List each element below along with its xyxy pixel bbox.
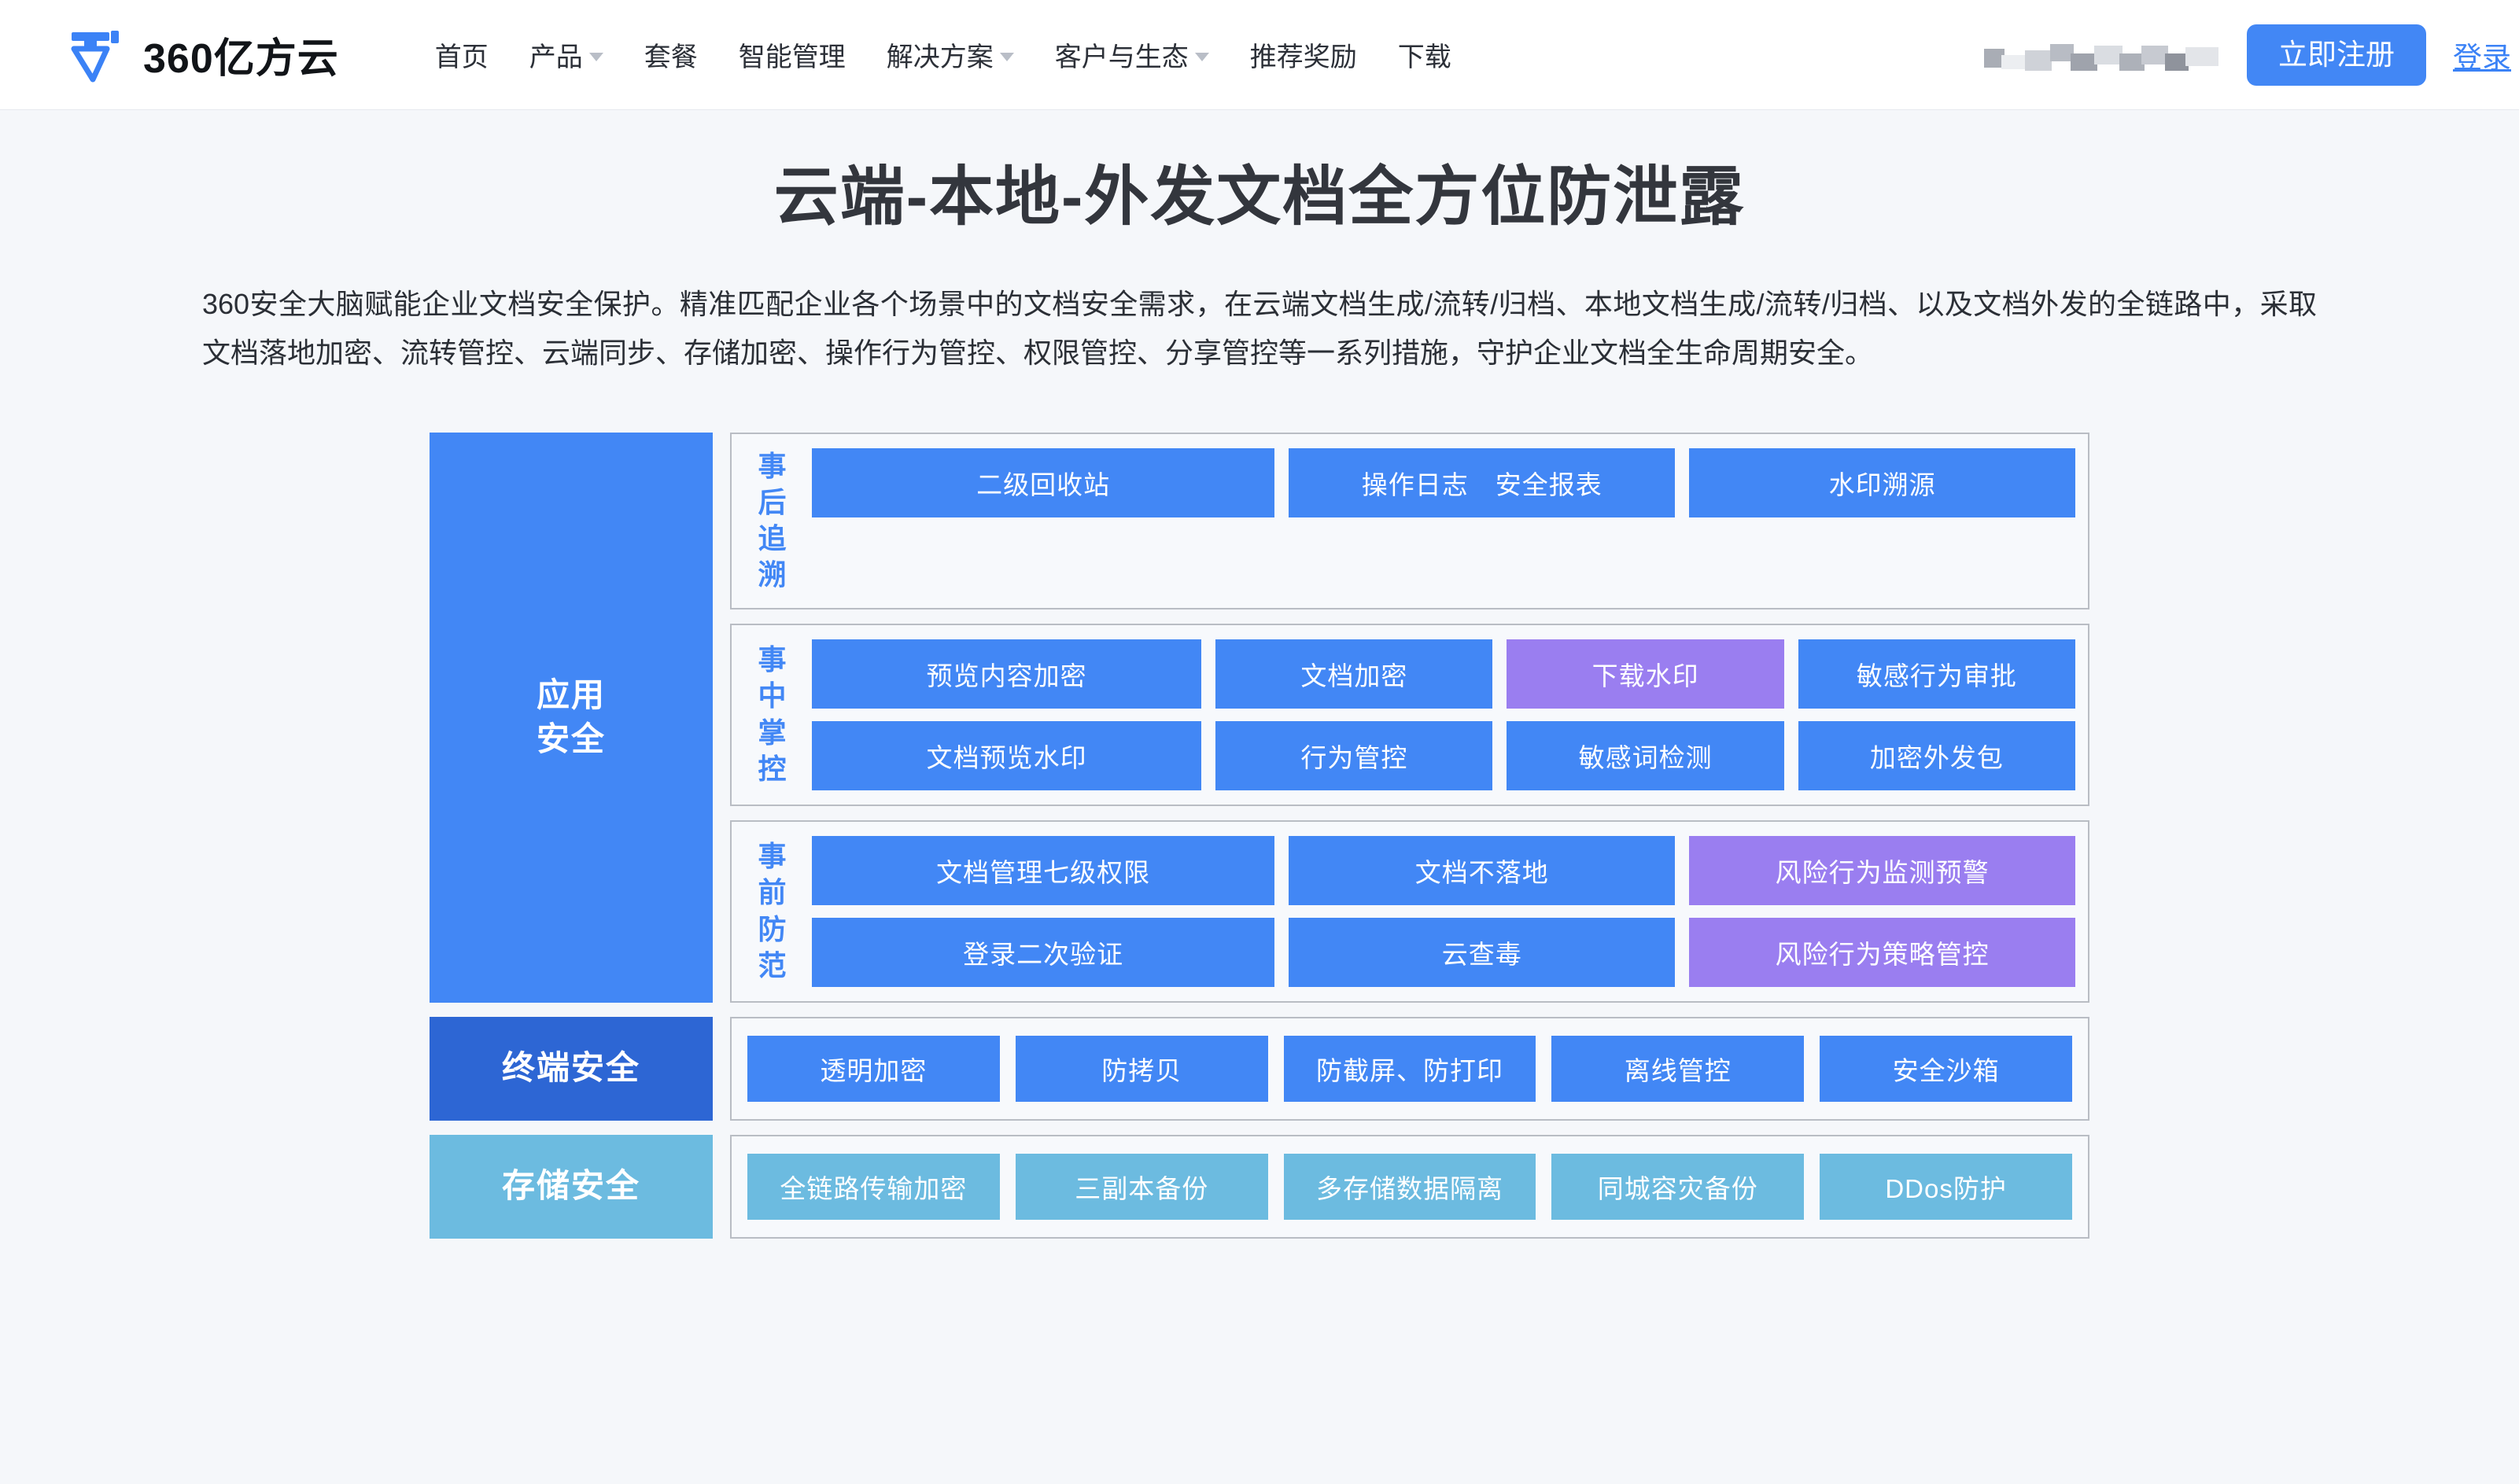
page-title: 云端-本地-外发文档全方位防泄露	[773, 161, 1746, 233]
nav-label: 客户与生态	[1054, 42, 1189, 72]
nav-item-smart-management[interactable]: 智能管理	[718, 0, 866, 110]
nav-label: 首页	[434, 42, 489, 72]
group-label-in-incident-control: 事中 掌控	[744, 639, 801, 790]
redacted-contact-info	[1984, 35, 2220, 75]
nav-item-download[interactable]: 下载	[1378, 0, 1472, 110]
tile-row: 预览内容加密 文档加密 下载水印 敏感行为审批	[812, 639, 2075, 709]
layer-application-security: 应用 安全 事后 追溯 二级回收站 操作日志 安全报表 水印溯源	[430, 433, 2089, 1003]
layer-label-line1: 应用	[536, 676, 606, 713]
tile-offline-control[interactable]: 离线管控	[1551, 1035, 1805, 1102]
brand-logo[interactable]: 360亿方云	[68, 25, 339, 84]
nav-item-customers-ecosystem[interactable]: 客户与生态	[1035, 0, 1230, 110]
tile-anti-copy[interactable]: 防拷贝	[1015, 1035, 1268, 1102]
tile-row: 文档管理七级权限 文档不落地 风险行为监测预警	[812, 835, 2076, 905]
tile-download-watermark[interactable]: 下载水印	[1507, 639, 1784, 709]
chevron-down-icon	[999, 53, 1014, 61]
nav-item-solutions[interactable]: 解决方案	[866, 0, 1035, 110]
tile-risk-behavior-policy-control[interactable]: 风险行为策略管控	[1689, 917, 2076, 987]
tile-row: 文档预览水印 行为管控 敏感词检测 加密外发包	[812, 720, 2075, 790]
group-label-line1: 事前	[758, 840, 787, 909]
group-label-line2: 掌控	[758, 716, 787, 785]
group-pre-incident-prevention: 事前 防范 文档管理七级权限 文档不落地 风险行为监测预警 登录二次验证 云查毒…	[730, 819, 2089, 1003]
group-label-post-incident-tracing: 事后 追溯	[744, 448, 801, 593]
tile-triple-replica-backup[interactable]: 三副本备份	[1015, 1153, 1268, 1220]
site-header: 360亿方云 首页 产品 套餐 智能管理 解决方案 客户与生态 推荐奖励 下载	[0, 0, 2519, 110]
hero-description: 360安全大脑赋能企业文档安全保护。精准匹配企业各个场景中的文档安全需求，在云端…	[202, 288, 2317, 370]
tile-watermark-tracing[interactable]: 水印溯源	[1689, 448, 2076, 518]
tile-multi-storage-data-isolation[interactable]: 多存储数据隔离	[1283, 1153, 1536, 1220]
hero-section: 云端-本地-外发文档全方位防泄露 360安全大脑赋能企业文档安全保护。精准匹配企…	[0, 110, 2519, 377]
chevron-down-icon	[588, 53, 603, 61]
nav-item-referral-rewards[interactable]: 推荐奖励	[1230, 0, 1378, 110]
main-navigation: 首页 产品 套餐 智能管理 解决方案 客户与生态 推荐奖励 下载	[415, 0, 1472, 110]
tile-cloud-antivirus[interactable]: 云查毒	[1289, 917, 1676, 987]
terminal-security-tiles: 透明加密 防拷贝 防截屏、防打印 离线管控 安全沙箱	[730, 1016, 2089, 1121]
tile-sensitive-word-detection[interactable]: 敏感词检测	[1507, 720, 1784, 790]
header-actions: 立即注册 登录	[1984, 0, 2519, 110]
layer-storage-security: 存储安全 全链路传输加密 三副本备份 多存储数据隔离 同城容灾备份 DDos防护	[430, 1134, 2089, 1239]
layer-terminal-security: 终端安全 透明加密 防拷贝 防截屏、防打印 离线管控 安全沙箱	[430, 1016, 2089, 1121]
tile-same-city-disaster-recovery-backup[interactable]: 同城容灾备份	[1551, 1153, 1805, 1220]
nav-item-home[interactable]: 首页	[415, 0, 509, 110]
register-button[interactable]: 立即注册	[2247, 24, 2426, 86]
nav-label: 解决方案	[886, 42, 994, 72]
tile-ddos-protection[interactable]: DDos防护	[1820, 1153, 2072, 1220]
tile-preview-content-encryption[interactable]: 预览内容加密	[812, 639, 1202, 709]
layer-label-storage-security: 存储安全	[430, 1134, 713, 1239]
application-security-groups: 事后 追溯 二级回收站 操作日志 安全报表 水印溯源 事中	[730, 433, 2089, 1003]
tile-transparent-encryption[interactable]: 透明加密	[747, 1035, 1000, 1102]
brand-name: 360亿方云	[143, 36, 339, 82]
nav-label: 推荐奖励	[1249, 42, 1357, 72]
group-label-line1: 事后	[758, 450, 787, 519]
tile-sensitive-action-approval[interactable]: 敏感行为审批	[1798, 639, 2075, 709]
nav-label: 产品	[529, 42, 583, 72]
nav-label: 智能管理	[738, 42, 846, 72]
tile-behavior-control[interactable]: 行为管控	[1215, 720, 1493, 790]
login-link[interactable]: 登录	[2453, 42, 2511, 74]
storage-security-tiles: 全链路传输加密 三副本备份 多存储数据隔离 同城容灾备份 DDos防护	[730, 1134, 2089, 1239]
tile-row: 二级回收站 操作日志 安全报表 水印溯源	[812, 448, 2076, 518]
layer-label-application-security: 应用 安全	[430, 433, 713, 1003]
tile-document-preview-watermark[interactable]: 文档预览水印	[812, 720, 1202, 790]
nav-item-products[interactable]: 产品	[509, 0, 624, 110]
nav-item-packages[interactable]: 套餐	[624, 0, 718, 110]
tile-document-encryption[interactable]: 文档加密	[1215, 639, 1493, 709]
layer-label-line2: 安全	[536, 720, 606, 758]
tile-full-link-transmission-encryption[interactable]: 全链路传输加密	[747, 1153, 1000, 1220]
group-label-line2: 追溯	[758, 522, 787, 591]
nav-label: 下载	[1397, 42, 1451, 72]
360-yifangyun-logo-icon	[68, 26, 126, 84]
tile-encrypted-outbound-package[interactable]: 加密外发包	[1798, 720, 2075, 790]
chevron-down-icon	[1194, 53, 1209, 61]
tile-security-sandbox[interactable]: 安全沙箱	[1820, 1035, 2072, 1102]
tile-login-two-factor-auth[interactable]: 登录二次验证	[812, 917, 1275, 987]
group-post-incident-tracing: 事后 追溯 二级回收站 操作日志 安全报表 水印溯源	[730, 433, 2089, 609]
group-in-incident-control: 事中 掌控 预览内容加密 文档加密 下载水印 敏感行为审批 文档预览水印 行为管…	[730, 623, 2089, 806]
group-label-pre-incident-prevention: 事前 防范	[744, 836, 801, 987]
layer-label-terminal-security: 终端安全	[430, 1016, 713, 1121]
group-label-line1: 事中	[758, 643, 787, 713]
tile-no-local-document-landing[interactable]: 文档不落地	[1289, 835, 1676, 905]
security-architecture-diagram: 应用 安全 事后 追溯 二级回收站 操作日志 安全报表 水印溯源	[430, 433, 2089, 1239]
group-label-line2: 防范	[758, 912, 787, 981]
tile-row: 登录二次验证 云查毒 风险行为策略管控	[812, 917, 2076, 987]
tile-anti-screenshot-anti-print[interactable]: 防截屏、防打印	[1283, 1035, 1536, 1102]
tile-seven-level-permissions[interactable]: 文档管理七级权限	[812, 835, 1275, 905]
nav-label: 套餐	[644, 42, 698, 72]
tile-operation-log-security-report[interactable]: 操作日志 安全报表	[1289, 448, 1676, 518]
tile-risk-behavior-monitoring-alert[interactable]: 风险行为监测预警	[1689, 835, 2076, 905]
tile-second-level-recycle-bin[interactable]: 二级回收站	[812, 448, 1275, 518]
